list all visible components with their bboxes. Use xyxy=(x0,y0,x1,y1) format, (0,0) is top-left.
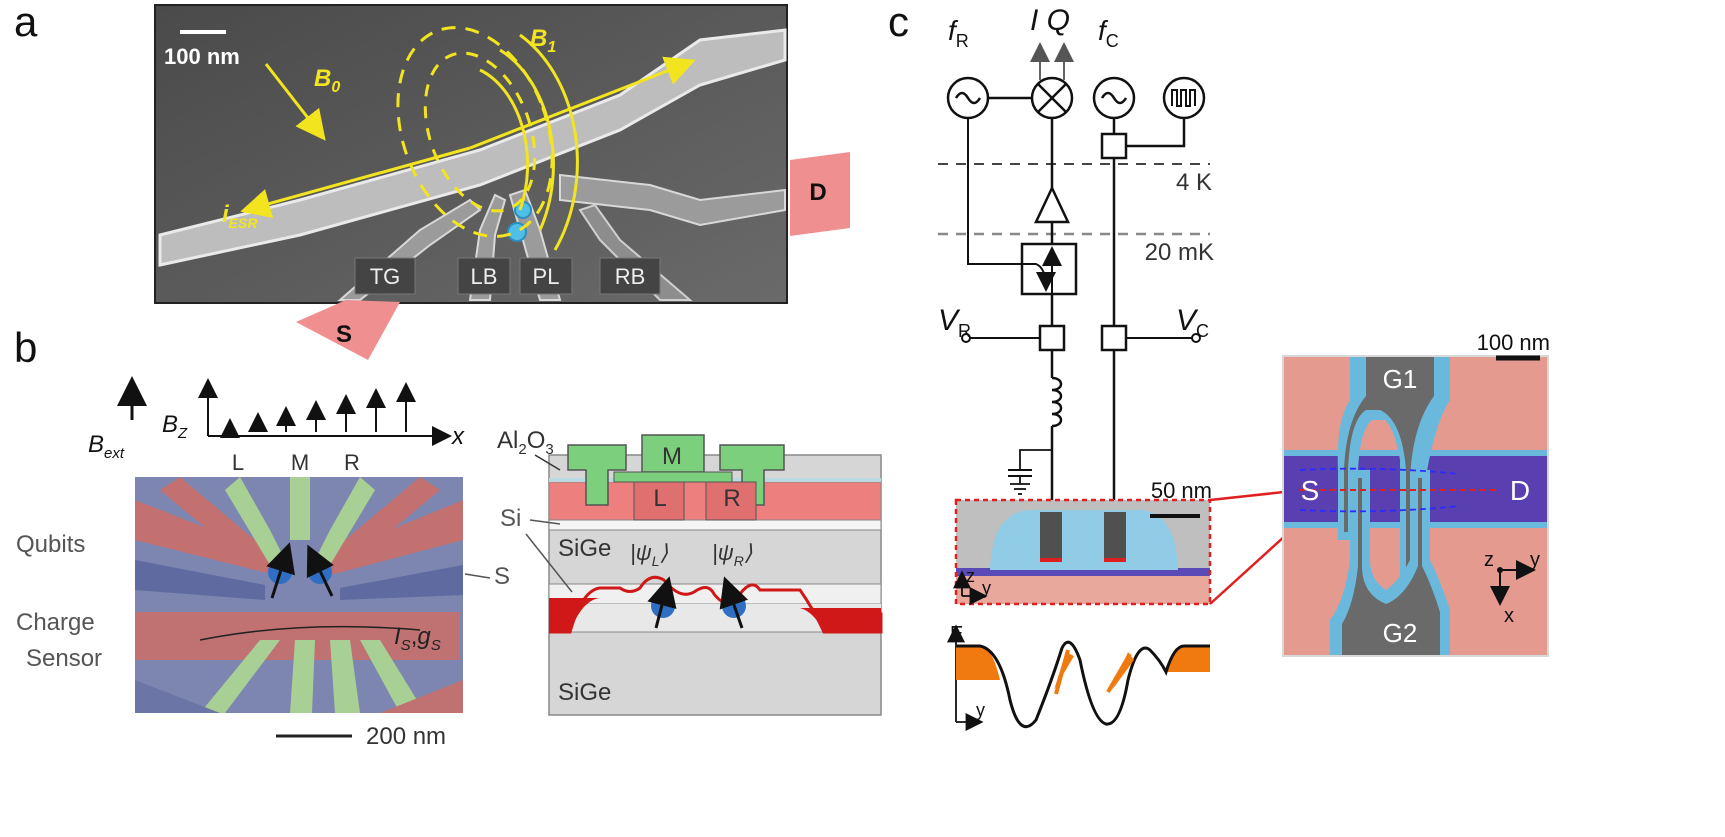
axis-z-c: z xyxy=(966,566,975,586)
sem-g1-label: G1 xyxy=(1383,364,1418,394)
sem-image-c xyxy=(1282,355,1549,657)
spin-arrow-left xyxy=(266,542,295,599)
sem-image-b xyxy=(135,477,463,713)
gate-finger-lower xyxy=(578,203,693,301)
drain-pad xyxy=(790,152,850,236)
gate-labels: TG LB PL RB xyxy=(354,257,661,295)
panel-a: a TG LB PL RB 100 nm B0 B1 xyxy=(14,0,850,360)
energy-diagram xyxy=(947,624,1210,731)
sem-g2-label: G2 xyxy=(1383,618,1418,648)
s-pointer xyxy=(464,573,491,579)
stack-m-label: M xyxy=(662,443,682,470)
s-label-b: S xyxy=(494,563,510,590)
scale-label-50: 50 nm xyxy=(1151,478,1212,503)
sensor-label: Sensor xyxy=(26,645,102,672)
bext-label: Bext xyxy=(88,431,125,462)
sige-top-label: SiGe xyxy=(558,535,611,562)
axis-y-c: y xyxy=(982,578,991,598)
fc-label: fC xyxy=(1098,15,1119,51)
pulse-generator xyxy=(1162,76,1206,120)
spin-arrow-right xyxy=(306,544,334,597)
iesr-arrow-left xyxy=(240,146,471,219)
quantum-dot-lower xyxy=(507,222,527,242)
b0-arrow xyxy=(264,63,326,141)
iq-label: I Q xyxy=(1030,4,1070,37)
sem-s-label: S xyxy=(1301,475,1320,506)
nanowire xyxy=(158,28,787,267)
energy-axis-label: y xyxy=(976,700,985,720)
bz-x-label: x xyxy=(451,423,465,450)
psi-r-label: |ψR⟩ xyxy=(712,540,753,569)
fr-label: fR xyxy=(948,15,969,51)
sige-bottom-label: SiGe xyxy=(558,679,611,706)
oxide-label: Al2O3 xyxy=(497,427,554,458)
gate-label-rb: RB xyxy=(615,264,646,289)
panel-c-letter: c xyxy=(888,0,909,45)
sem-d-label: D xyxy=(1510,475,1530,506)
bz-label: BZ xyxy=(162,411,188,442)
gate-finger-rb xyxy=(559,173,786,227)
drain-label: D xyxy=(809,179,826,206)
bz-gradient-arrows xyxy=(220,382,416,438)
heterostructure xyxy=(548,434,883,716)
charge-label: Charge xyxy=(16,609,95,636)
iesr-label: iESR xyxy=(222,201,258,231)
si-label: Si xyxy=(500,505,521,532)
device-cross-section xyxy=(954,498,1212,606)
temp-4k-label: 4 K xyxy=(1176,169,1212,196)
b0-label: B0 xyxy=(314,65,340,96)
is-gs-label: IS,gS xyxy=(394,623,441,654)
panel-a-letter: a xyxy=(14,0,38,45)
sem-axis-x: x xyxy=(1504,605,1514,627)
scale-label-a: 100 nm xyxy=(164,44,240,69)
source-pad xyxy=(296,300,400,360)
confinement-potential xyxy=(549,575,883,634)
sem-axis-z: z xyxy=(1484,549,1494,571)
psi-l-label: |ψL⟩ xyxy=(630,540,669,569)
temp-20mk-label: 20 mK xyxy=(1145,239,1214,266)
scale-label-b: 200 nm xyxy=(366,723,446,750)
bias-tee-vr xyxy=(1038,324,1066,352)
directional-coupler xyxy=(1020,242,1078,296)
panel-b-letter: b xyxy=(14,324,37,371)
scale-label-c: 100 nm xyxy=(1477,330,1550,355)
panel-b: b Bext BZ x L M R xyxy=(14,324,883,750)
dot-label-m: M xyxy=(291,450,309,475)
inductor xyxy=(1051,376,1063,428)
gate-label-pl: PL xyxy=(533,264,560,289)
sem-axis-y: y xyxy=(1530,549,1540,571)
spin-right xyxy=(1112,652,1134,690)
gate-label-tg: TG xyxy=(370,264,401,289)
qubits-label: Qubits xyxy=(16,531,85,558)
source-label: S xyxy=(336,321,352,348)
bias-tee-top xyxy=(1100,132,1128,160)
bias-tee-vc xyxy=(1100,324,1128,352)
gate-label-lb: LB xyxy=(471,264,498,289)
amplifier xyxy=(1034,185,1070,224)
iesr-arrow-right xyxy=(469,56,696,150)
energy-label: E xyxy=(950,623,963,645)
panel-c: c fR I Q fC 4 K 20 mK xyxy=(888,0,1550,731)
dot-label-l: L xyxy=(232,450,244,475)
stack-l-label: L xyxy=(653,485,666,512)
vr-label: VR xyxy=(938,304,971,341)
dot-label-r: R xyxy=(344,450,360,475)
stack-r-label: R xyxy=(723,485,740,512)
vc-label: VC xyxy=(1176,304,1209,341)
